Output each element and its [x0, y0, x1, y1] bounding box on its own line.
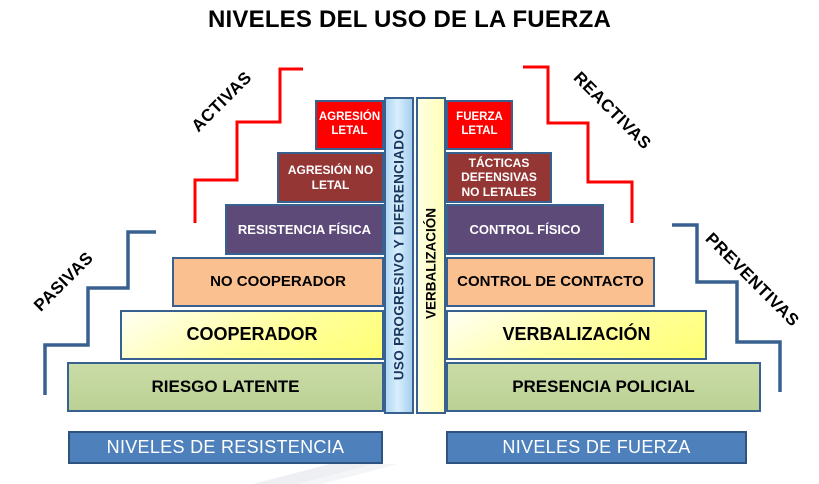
progressive-use-column	[384, 97, 414, 414]
watermark-shape	[253, 464, 398, 484]
resistance-level-no-cooperador: NO COOPERADOR	[172, 257, 384, 307]
force-level-verbalizacion: VERBALIZACIÓN	[446, 310, 707, 360]
resistance-level-riesgo-latente: RIESGO LATENTE	[67, 362, 384, 412]
resistance-level-agresion-no-letal: AGRESIÓN NO LETAL	[277, 152, 384, 203]
resistance-level-resistencia-fisica: RESISTENCIA FÍSICA	[225, 204, 384, 255]
resistance-level-cooperador: COOPERADOR	[120, 310, 384, 360]
force-level-presencia-policial: PRESENCIA POLICIAL	[446, 362, 761, 412]
verbalization-column	[416, 97, 446, 414]
label-pasivas: PASIVAS	[30, 248, 98, 316]
force-level-tacticas-defensivas: TÁCTICAS DEFENSIVAS NO LETALES	[446, 152, 552, 203]
verbalization-column-label: VERBALIZACIÓN	[423, 208, 439, 319]
label-preventivas: PREVENTIVAS	[701, 229, 803, 331]
progressive-use-label: USO PROGRESIVO Y DIFERENCIADO	[391, 128, 407, 381]
label-reactivas: REACTIVAS	[569, 68, 655, 154]
force-level-control-fisico: CONTROL FÍSICO	[446, 204, 604, 255]
label-activas: ACTIVAS	[187, 67, 256, 136]
force-level-fuerza-letal: FUERZA LETAL	[446, 100, 513, 150]
page-title: NIVELES DEL USO DE LA FUERZA	[208, 6, 611, 33]
resistance-level-agresion-letal: AGRESIÓN LETAL	[315, 100, 384, 150]
force-level-control-de-contacto: CONTROL DE CONTACTO	[446, 257, 655, 307]
footer-niveles-de-resistencia: NIVELES DE RESISTENCIA	[68, 431, 383, 464]
footer-niveles-de-fuerza: NIVELES DE FUERZA	[446, 431, 747, 464]
